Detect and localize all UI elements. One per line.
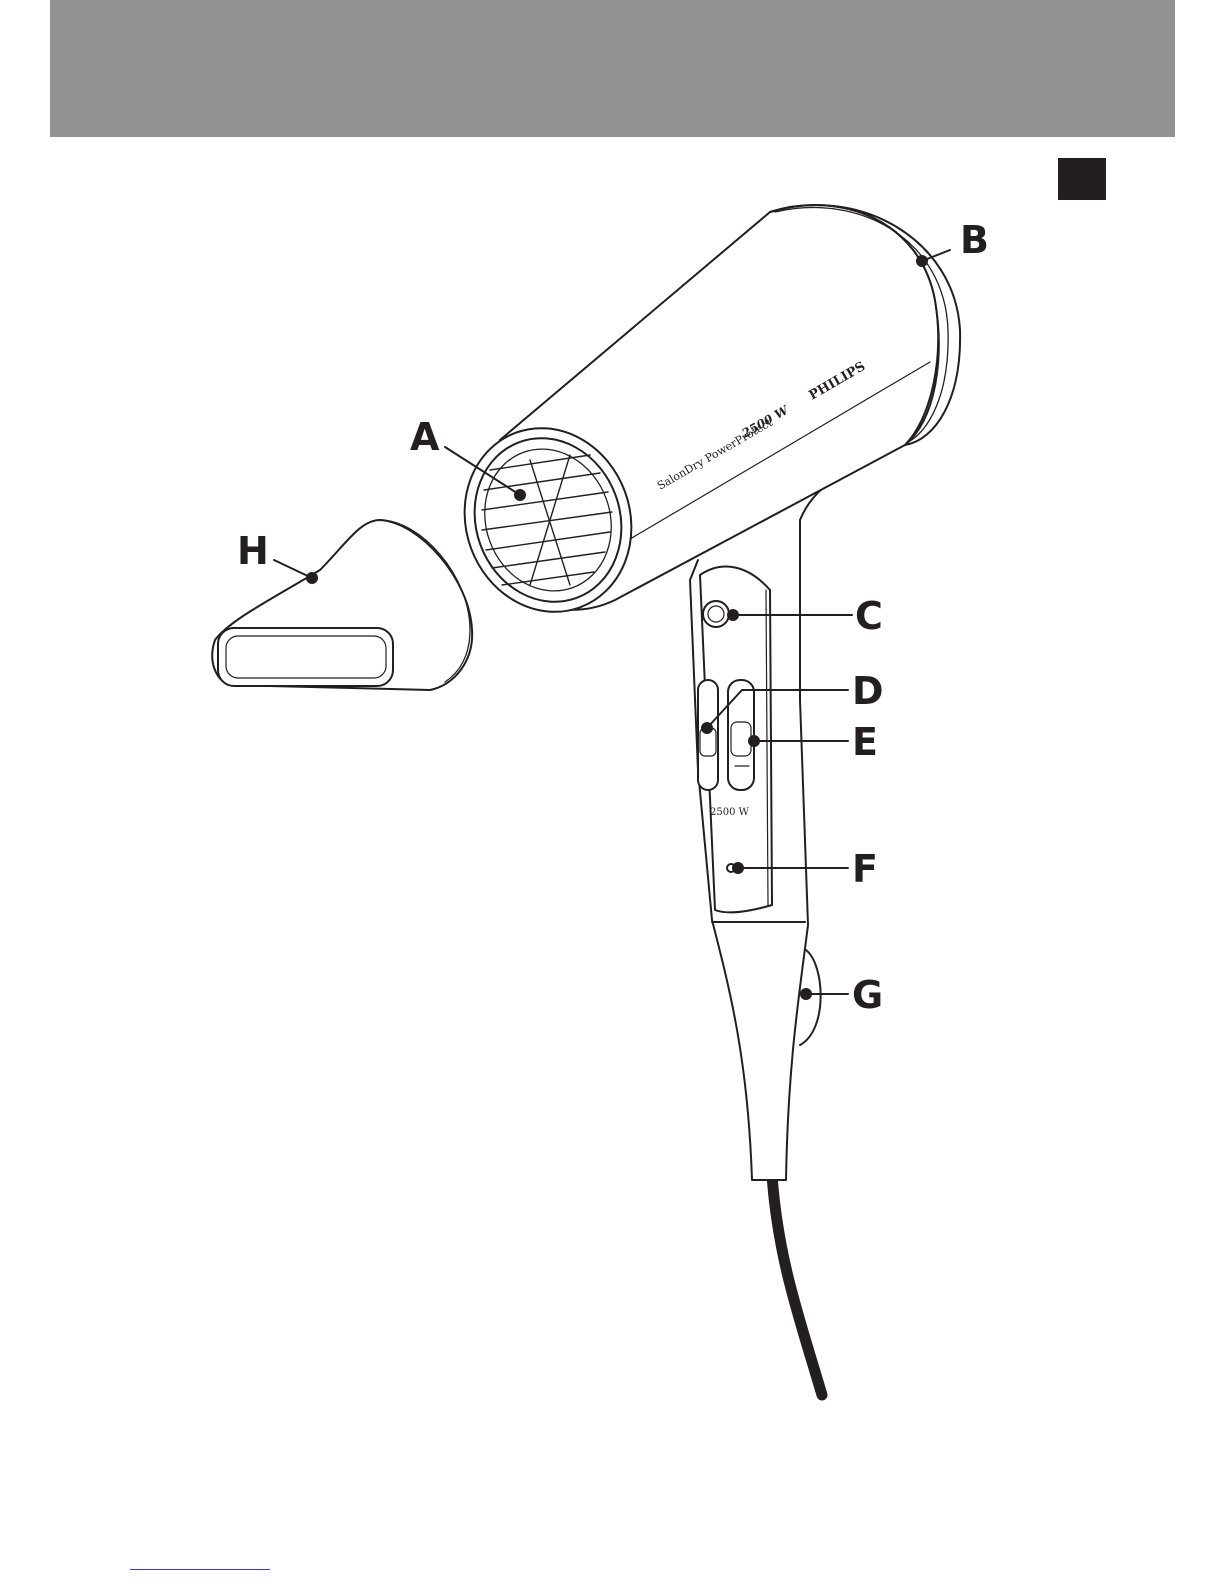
handle-power-text: 2500 W xyxy=(710,807,750,818)
svg-text:D: D xyxy=(852,669,884,713)
footer-link-underline xyxy=(130,1569,270,1570)
temperature-selector xyxy=(728,680,754,790)
svg-text:A: A xyxy=(410,415,440,459)
power-cord xyxy=(772,1175,822,1395)
svg-text:G: G xyxy=(852,973,883,1017)
callout-H: H xyxy=(237,529,318,584)
handle xyxy=(690,470,850,1180)
callout-B: B xyxy=(916,218,989,267)
svg-text:C: C xyxy=(855,594,883,638)
svg-text:H: H xyxy=(237,529,269,573)
svg-text:B: B xyxy=(960,218,989,262)
cool-shot-button xyxy=(703,601,729,627)
svg-text:F: F xyxy=(852,847,878,891)
airflow-selector xyxy=(698,680,718,790)
svg-text:E: E xyxy=(852,720,878,764)
